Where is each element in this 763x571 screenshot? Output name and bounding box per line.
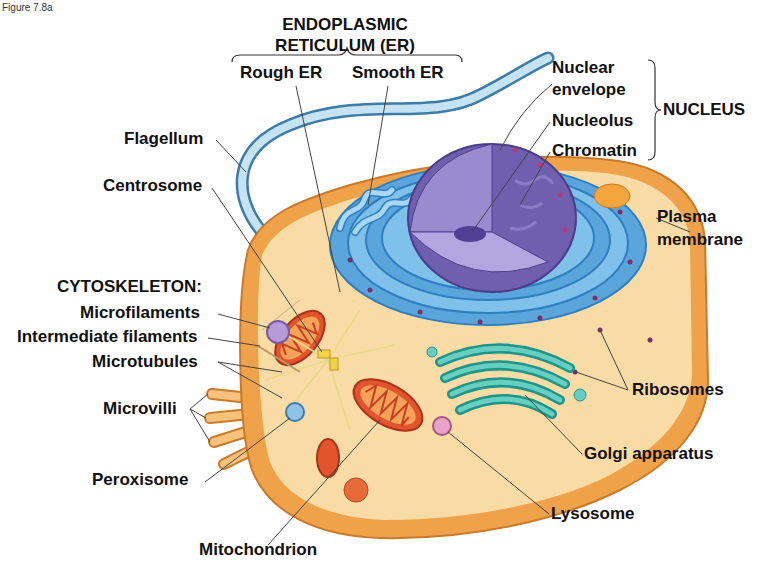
- ribosome: [593, 296, 598, 301]
- part-label: Ribosomes: [632, 380, 724, 400]
- part-label: Smooth ER: [352, 63, 444, 83]
- smooth-er-tube: [355, 198, 412, 232]
- leader-line: [216, 140, 246, 172]
- leader-line: [296, 86, 340, 292]
- smooth-er: [340, 190, 412, 232]
- leader-line: [218, 362, 282, 398]
- mitochondrion-small: [317, 439, 339, 477]
- ribosome: [418, 310, 423, 315]
- part-label: Centrosome: [103, 176, 202, 196]
- part-label: Golgi apparatus: [584, 444, 713, 464]
- leader-line: [190, 394, 208, 409]
- part-label: Nuclear envelope: [552, 57, 647, 101]
- group-label: ENDOPLASMIC RETICULUM (ER): [265, 14, 425, 56]
- part-label: Microfilaments: [80, 303, 200, 323]
- figure-number: Figure 7.8a: [2, 2, 53, 14]
- vesicle: [267, 321, 289, 343]
- part-label: Rough ER: [240, 63, 322, 83]
- vesicle: [594, 184, 630, 208]
- part-label: Nucleolus: [552, 111, 633, 131]
- smooth-er-tube: [355, 198, 412, 232]
- microtubules: [265, 310, 395, 430]
- leader-line: [520, 152, 550, 205]
- leader-line: [218, 314, 270, 328]
- leader-line: [368, 86, 388, 205]
- nucleus: [408, 144, 576, 292]
- mitochondrion: [345, 369, 431, 442]
- leader-line: [576, 372, 628, 390]
- nuclear-envelope: [408, 144, 576, 292]
- golgi-vesicle: [427, 347, 437, 357]
- leader-line: [500, 84, 552, 150]
- centriole: [330, 358, 338, 370]
- ribosome: [368, 288, 373, 293]
- nucleolus: [454, 226, 486, 242]
- ribosome: [628, 260, 633, 265]
- part-label: Microvilli: [103, 399, 177, 419]
- part-label: Flagellum: [124, 129, 203, 149]
- part-label: Microtubules: [92, 352, 198, 372]
- microtubule: [280, 360, 328, 420]
- part-label: Mitochondrion: [199, 540, 317, 560]
- golgi-apparatus: [427, 347, 586, 414]
- part-label: Intermediate filaments: [17, 327, 197, 347]
- intermediate-filament: [258, 346, 300, 372]
- cristae: [360, 382, 414, 426]
- peroxisome: [286, 403, 304, 421]
- golgi-vesicle: [574, 389, 586, 401]
- leader-line: [208, 338, 260, 346]
- mitochondrion-outer: [345, 369, 431, 442]
- bracket: [648, 60, 661, 160]
- ribosomes: [348, 210, 653, 375]
- mitochondrion: [266, 302, 335, 374]
- mitochondrion-outer: [266, 302, 335, 374]
- leader-line: [472, 122, 550, 232]
- centriole: [318, 350, 330, 358]
- mitochondrion-inner: [354, 377, 422, 432]
- ribosome: [618, 210, 623, 215]
- part-label: Plasma membrane: [657, 205, 757, 251]
- nuclear-pore: [563, 228, 568, 233]
- golgi-cisterna: [460, 399, 552, 414]
- nucleus-cut-face: [410, 144, 492, 232]
- group-label: NUCLEUS: [663, 100, 745, 120]
- ribosome: [348, 258, 353, 263]
- nuclear-pore: [558, 193, 563, 198]
- part-label: Chromatin: [552, 141, 637, 161]
- ribosome: [538, 316, 543, 321]
- microtubule: [328, 310, 360, 360]
- leader-line: [448, 432, 549, 514]
- leader-lines: [190, 84, 690, 545]
- leader-line: [525, 395, 582, 454]
- leader-line: [212, 188, 322, 352]
- part-label: Peroxisome: [92, 470, 188, 490]
- leader-line: [600, 330, 628, 390]
- part-label: Lysosome: [551, 504, 634, 524]
- group-label: CYTOSKELETON:: [57, 277, 202, 297]
- leader-line: [205, 418, 290, 482]
- ribosome: [478, 320, 483, 325]
- nuclear-pore: [513, 148, 518, 153]
- vesicle: [344, 478, 368, 502]
- ribosome: [648, 338, 653, 343]
- leader-line: [268, 420, 380, 545]
- golgi-cisterna: [460, 399, 552, 414]
- leader-line: [190, 409, 210, 442]
